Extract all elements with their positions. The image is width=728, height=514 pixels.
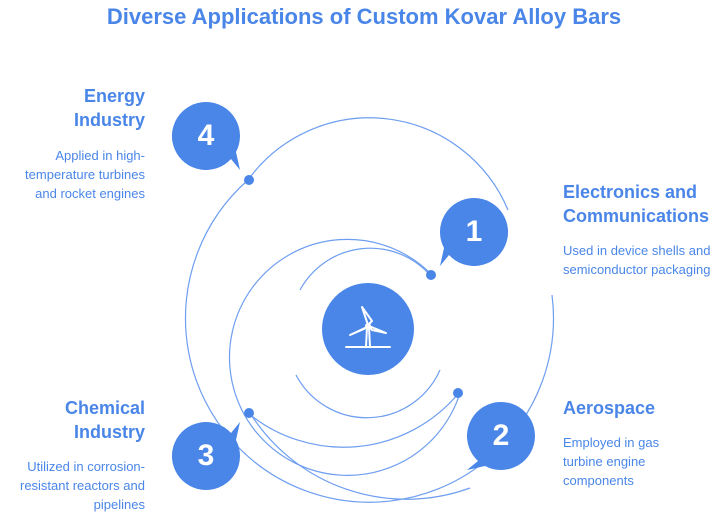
- orbit-ring-2: [247, 117, 509, 211]
- bubble-number-3: 3: [197, 439, 215, 472]
- item-description-3: Utilized in corrosion-resistant reactors…: [19, 459, 145, 512]
- orbit-dot-4: [244, 175, 254, 185]
- item-description-2: Employed in gas turbine engine component…: [563, 435, 660, 488]
- item-heading-1: Electronics and Communications: [563, 182, 710, 226]
- orbit-dot-1: [426, 270, 436, 280]
- bubble-number-4: 4: [197, 119, 215, 152]
- orbit-ring-3: [228, 238, 461, 476]
- orbit-ring-inner: [299, 247, 431, 291]
- item-heading-4: Energy Industry: [73, 86, 145, 130]
- page-title: Diverse Applications of Custom Kovar All…: [106, 4, 622, 29]
- orbit-ring-4: [249, 412, 471, 500]
- orbit-ring-inner-b: [295, 369, 441, 419]
- item-description-4: Applied in high-temperature turbines and…: [25, 148, 145, 201]
- item-description-1: Used in device shells and semiconductor …: [563, 243, 711, 277]
- number-bubble-2: 2: [465, 400, 537, 472]
- bubble-number-2: 2: [492, 419, 510, 452]
- orbit-ring-2b: [247, 393, 459, 448]
- item-heading-3: Chemical Industry: [64, 398, 145, 442]
- orbit-dot-3: [244, 408, 254, 418]
- orbit-ring-outer: [184, 179, 555, 503]
- number-bubble-1: 1: [438, 196, 510, 268]
- orbit-dot-2: [453, 388, 463, 398]
- bubble-number-1: 1: [465, 215, 483, 248]
- item-heading-2: Aerospace: [563, 398, 656, 418]
- number-bubble-3: 3: [170, 420, 242, 492]
- wind-turbine-icon: [322, 283, 414, 375]
- number-bubble-4: 4: [170, 100, 242, 172]
